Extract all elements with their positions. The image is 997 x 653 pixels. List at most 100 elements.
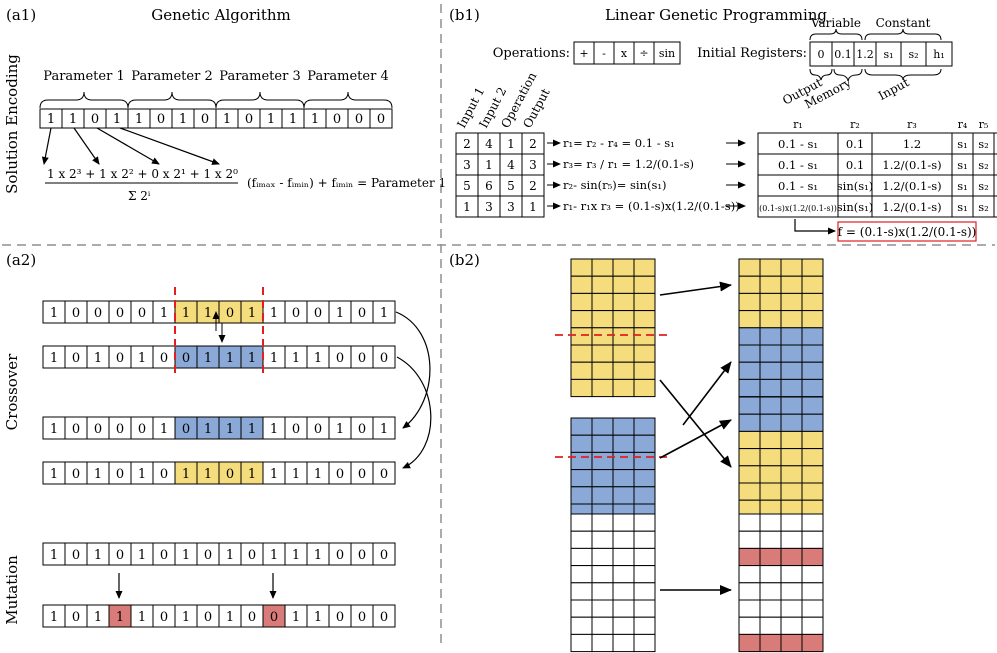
register-state-cell	[993, 153, 997, 176]
mutated-cell	[759, 530, 782, 549]
original-cell	[570, 513, 593, 532]
ga-title: Genetic Algorithm	[151, 6, 291, 24]
register-value: 0.1	[834, 48, 852, 61]
register-value: s₂	[908, 48, 918, 61]
parent-a-cell	[612, 327, 635, 346]
bit-value: 1	[204, 467, 212, 482]
expression-text: r₃= r₃ / r₁ = 1.2/(0.1-s)	[563, 157, 694, 171]
child-b-cell	[801, 448, 824, 467]
child-a-cell	[801, 361, 824, 380]
program-value: 2	[463, 137, 471, 151]
bit-value: 1	[270, 422, 278, 437]
child-b-cell	[759, 482, 782, 501]
child-b-cell	[759, 465, 782, 484]
mutation-arrows	[115, 573, 277, 599]
bit-value: 0	[336, 467, 344, 482]
child-a-cell	[738, 258, 761, 277]
bit-value: 1	[179, 112, 187, 127]
parent-a-cell	[570, 258, 593, 277]
bit-value: 0	[72, 306, 80, 321]
register-state-value: 0.1	[846, 158, 864, 172]
operation-symbol: ÷	[639, 47, 648, 60]
parent-b-cell	[591, 469, 614, 488]
bit-value: 0	[336, 351, 344, 366]
bit-value: 1	[226, 548, 234, 563]
parent-b-cell	[570, 469, 593, 488]
mutated-cell	[801, 582, 824, 601]
child-a-cell	[759, 344, 782, 363]
input-label: Input	[876, 75, 912, 103]
bit-value: 0	[201, 112, 209, 127]
final-expression-box	[837, 221, 977, 242]
bit-value: 1	[94, 467, 102, 482]
child-a-cell	[780, 258, 803, 277]
bit-value: 0	[380, 548, 388, 563]
child-b-cell	[780, 396, 803, 415]
matrix-crossover-grids	[570, 258, 824, 653]
original-cell	[612, 599, 635, 618]
bit-value: 1	[248, 351, 256, 366]
register-state-value: sin(s₁)	[837, 200, 873, 214]
register-state-value: s₁	[957, 179, 968, 193]
original-cell	[633, 616, 656, 635]
expression-text: r₁- r₁x r₃ = (0.1-s)x(1.2/(0.1-s))	[563, 199, 740, 213]
bit-value: 1	[50, 610, 58, 625]
parent-a-cell	[591, 327, 614, 346]
register-state-value: 1.2/(0.1-s)	[882, 179, 941, 193]
bit-value: 0	[355, 112, 363, 127]
bit-value: 1	[270, 467, 278, 482]
parent-b-cell	[591, 434, 614, 453]
bit-cell	[372, 300, 396, 324]
parent-a-cell	[633, 275, 656, 294]
mutated-cell	[759, 513, 782, 532]
crossover-cut-lines	[174, 287, 264, 378]
bit-value: 1	[204, 422, 212, 437]
child-b-cell	[780, 430, 803, 450]
original-cell	[612, 616, 635, 635]
bit-value: 0	[182, 351, 190, 366]
bit-value: 0	[116, 548, 124, 563]
bit-value: 0	[380, 351, 388, 366]
parent-a-cell	[633, 378, 656, 398]
bit-value: 0	[138, 422, 146, 437]
parent-a-cell	[612, 258, 635, 277]
original-cell	[591, 530, 614, 549]
register-cell	[925, 41, 953, 67]
bit-value: 1	[182, 306, 190, 321]
constant-brace	[864, 28, 942, 41]
child-a-cell	[738, 327, 761, 346]
mutated-cell	[759, 565, 782, 584]
register-state-value: s₂	[978, 158, 989, 172]
original-cell	[591, 513, 614, 532]
bit-value: 0	[358, 306, 366, 321]
parent-a-cell	[591, 310, 614, 329]
mutated-cell	[780, 616, 803, 635]
solution-encoding-label: Solution Encoding	[3, 54, 21, 194]
parameter-label: Parameter 4	[307, 69, 388, 84]
parent-b-cell	[570, 417, 593, 436]
register-cell	[875, 41, 902, 67]
bit-value: 0	[336, 610, 344, 625]
original-cell	[612, 530, 635, 549]
original-cell	[570, 616, 593, 635]
register-state-value: 0.1 - s₁	[778, 137, 818, 151]
bit-value: 1	[138, 610, 146, 625]
bit-value: 0	[377, 112, 385, 127]
original-cell	[591, 582, 614, 601]
child-b-cell	[780, 482, 803, 501]
child-a-cell	[759, 275, 782, 294]
formula-denominator: Σ 2ⁱ	[128, 189, 151, 203]
parent-a-cell	[612, 378, 635, 398]
mutated-cell	[780, 547, 803, 567]
bit-value: 0	[160, 548, 168, 563]
bit-value: 1	[226, 351, 234, 366]
parent-a-cell	[570, 327, 593, 346]
original-cell	[591, 547, 614, 567]
label-b1: (b1)	[449, 6, 480, 24]
program-value: 5	[463, 179, 471, 193]
bit-value: 1	[204, 351, 212, 366]
parent-b-cell	[612, 434, 635, 453]
mutated-cell	[780, 530, 803, 549]
